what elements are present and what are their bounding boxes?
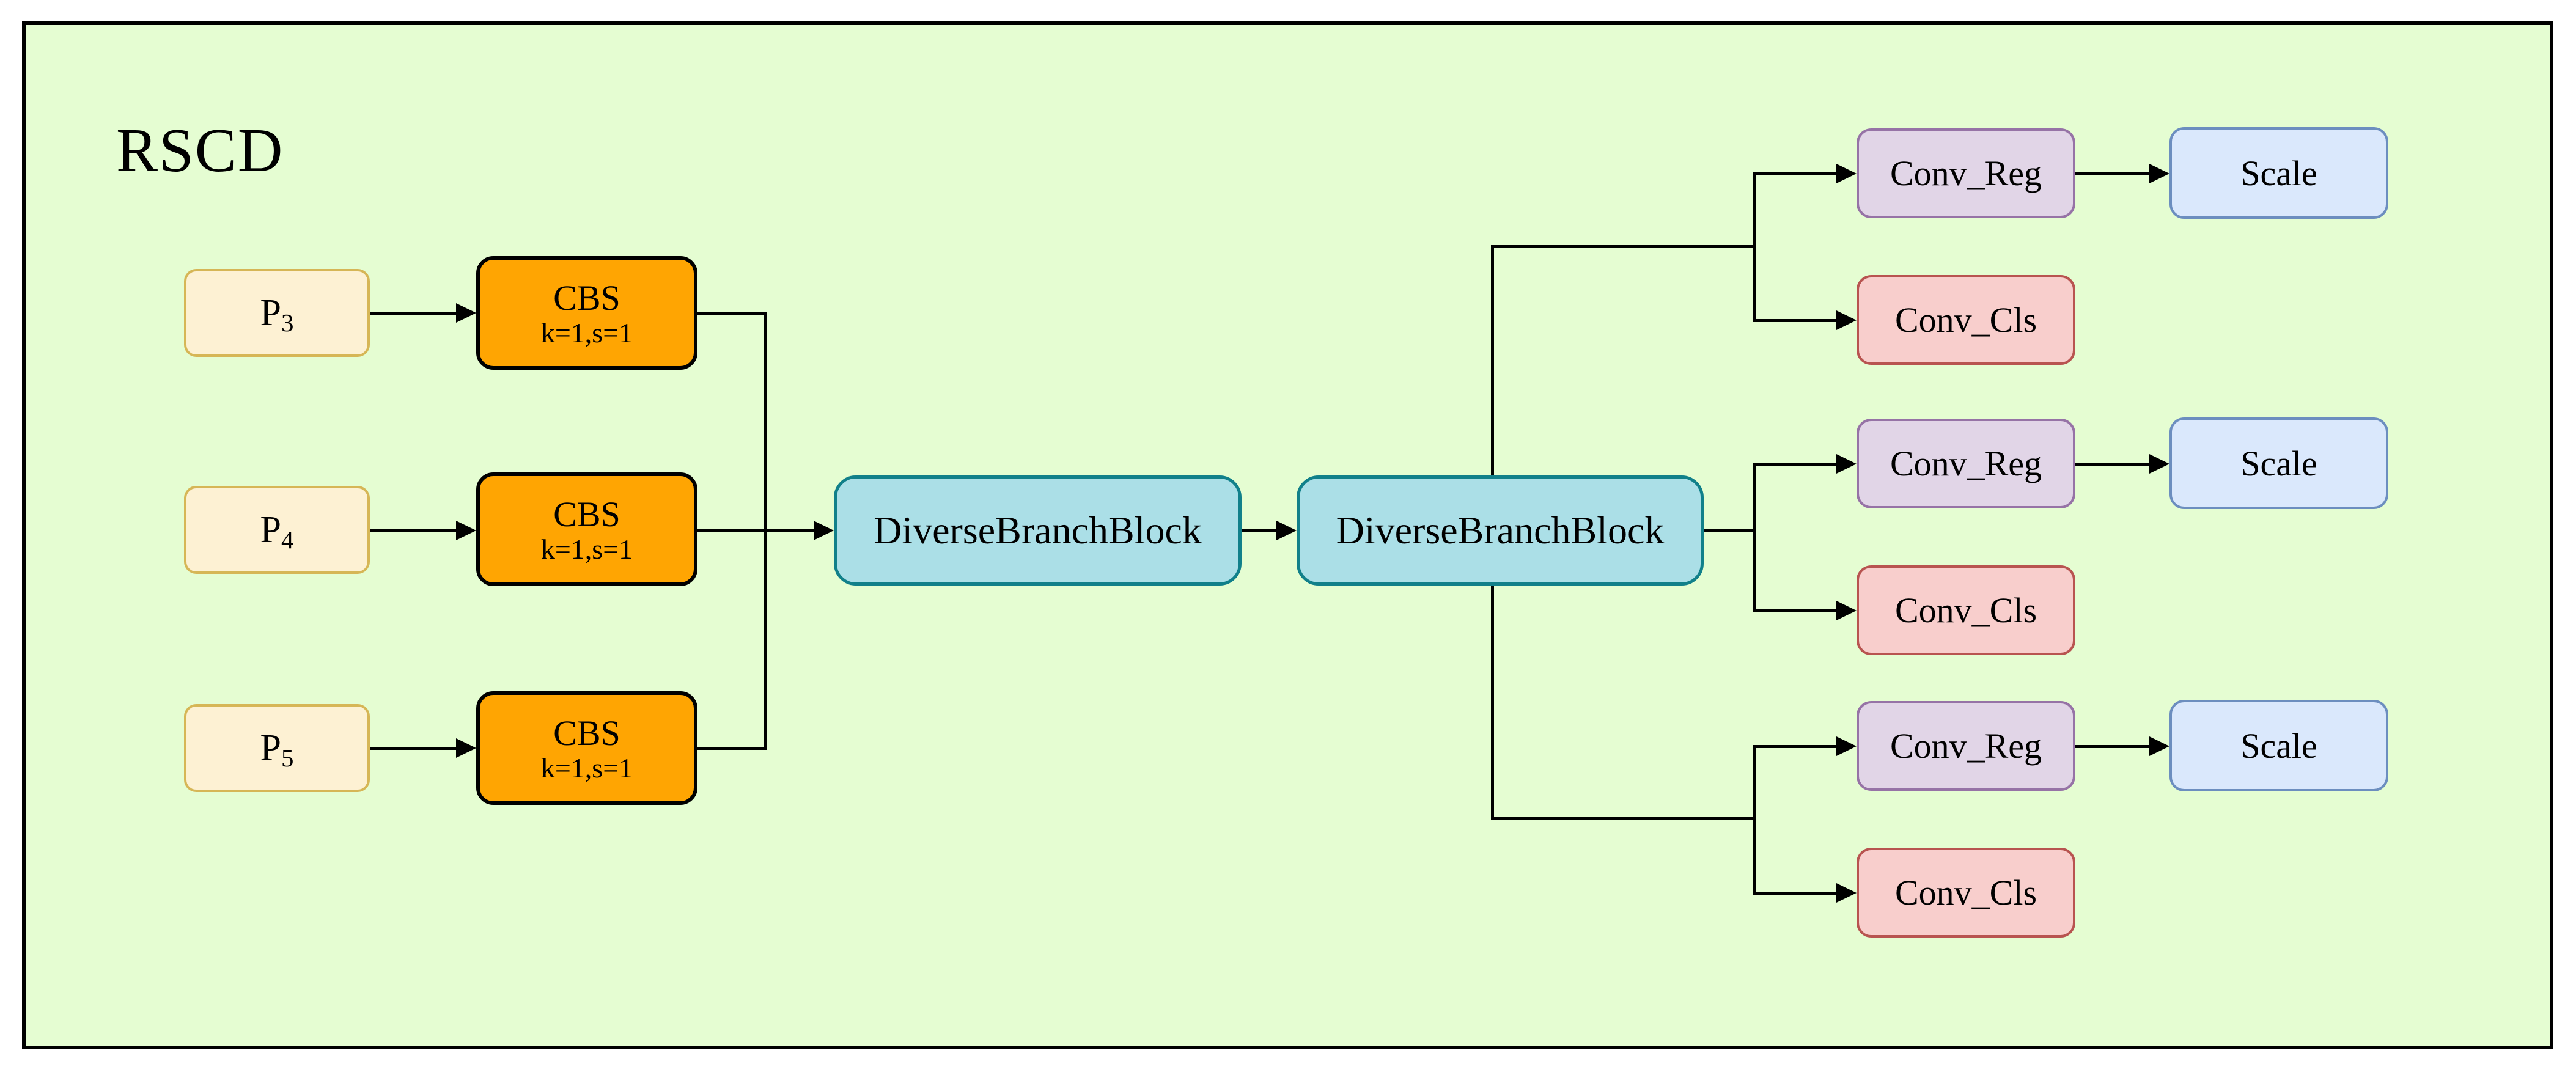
node-p5: P5 <box>184 704 370 792</box>
node-p3-label: P3 <box>260 292 294 337</box>
node-conv-cls-2-label: Conv_Cls <box>1894 590 2037 630</box>
node-scale-2: Scale <box>2169 417 2388 509</box>
connector-reg2-scale2 <box>2075 463 2151 466</box>
node-scale-1-label: Scale <box>2240 153 2317 193</box>
node-p3: P3 <box>184 269 370 357</box>
node-scale-2-label: Scale <box>2240 443 2317 483</box>
arrowhead-scale3 <box>2149 736 2169 756</box>
connector-junction-group1 <box>1753 172 1756 321</box>
node-diversebranchblock-1: DiverseBranchBlock <box>834 475 1242 586</box>
connector-reg1-scale1 <box>2075 172 2151 175</box>
connector-dbb1-dbb2 <box>1242 529 1278 532</box>
node-diversebranchblock-1-label: DiverseBranchBlock <box>874 508 1202 552</box>
node-cbs-2-label: CBS <box>553 494 620 534</box>
connector-p4-cbs2 <box>370 529 457 532</box>
connector-cbs3-merge <box>697 747 767 750</box>
connector-reg3-scale3 <box>2075 745 2151 748</box>
node-cbs-3: CBS k=1,s=1 <box>476 691 697 805</box>
node-conv-cls-1-label: Conv_Cls <box>1894 300 2037 340</box>
node-scale-1: Scale <box>2169 127 2388 219</box>
node-conv-reg-2: Conv_Reg <box>1857 419 2075 508</box>
connector-p5-cbs3 <box>370 747 457 750</box>
arrowhead-scale2 <box>2149 454 2169 474</box>
node-scale-3-label: Scale <box>2240 725 2317 766</box>
node-diversebranchblock-2: DiverseBranchBlock <box>1297 475 1704 586</box>
arrowhead-reg2 <box>1836 454 1857 474</box>
node-conv-cls-2: Conv_Cls <box>1857 565 2075 655</box>
node-p4-label: P4 <box>260 508 294 554</box>
node-cbs-1: CBS k=1,s=1 <box>476 256 697 370</box>
connector-junction-cls3 <box>1753 892 1837 895</box>
connector-junction-reg3 <box>1753 745 1837 748</box>
node-diversebranchblock-2-label: DiverseBranchBlock <box>1336 508 1665 552</box>
node-conv-reg-1-label: Conv_Reg <box>1890 153 2042 193</box>
connector-junction-group2 <box>1753 463 1756 612</box>
arrowhead-merge-dbb1 <box>814 521 834 540</box>
node-cbs-2: CBS k=1,s=1 <box>476 472 697 586</box>
arrowhead-cls3 <box>1836 883 1857 903</box>
connector-trunk-group1 <box>1491 245 1756 248</box>
diagram-title: RSCD <box>116 116 284 185</box>
connector-junction-cls1 <box>1753 319 1837 322</box>
node-conv-reg-3-label: Conv_Reg <box>1890 726 2042 766</box>
arrowhead-p3-cbs1 <box>456 303 476 323</box>
node-cbs-3-label: CBS <box>553 713 620 753</box>
connector-junction-reg2 <box>1753 463 1837 466</box>
arrowhead-cls1 <box>1836 310 1857 330</box>
arrowhead-reg1 <box>1836 164 1857 183</box>
arrowhead-p4-cbs2 <box>456 521 476 540</box>
connector-trunk-group3 <box>1491 817 1756 820</box>
node-cbs-1-label: CBS <box>553 277 620 318</box>
node-conv-reg-1: Conv_Reg <box>1857 128 2075 218</box>
node-cbs-3-params: k=1,s=1 <box>540 752 633 784</box>
arrowhead-p5-cbs3 <box>456 738 476 758</box>
node-conv-reg-3: Conv_Reg <box>1857 701 2075 791</box>
node-p4: P4 <box>184 486 370 574</box>
connector-junction-cls2 <box>1753 609 1837 612</box>
node-conv-cls-1: Conv_Cls <box>1857 275 2075 365</box>
node-conv-cls-3: Conv_Cls <box>1857 848 2075 938</box>
node-p5-label: P5 <box>260 727 294 772</box>
arrowhead-scale1 <box>2149 164 2169 183</box>
node-cbs-2-params: k=1,s=1 <box>540 534 633 565</box>
arrowhead-cls2 <box>1836 601 1857 620</box>
node-conv-reg-2-label: Conv_Reg <box>1890 444 2042 483</box>
connector-p3-cbs1 <box>370 312 457 315</box>
arrowhead-dbb1-dbb2 <box>1276 521 1297 540</box>
node-scale-3: Scale <box>2169 700 2388 791</box>
connector-cbs1-merge <box>697 312 767 315</box>
connector-cbs2-dbb1 <box>697 529 815 532</box>
node-conv-cls-3-label: Conv_Cls <box>1894 873 2037 912</box>
connector-junction-group3 <box>1753 745 1756 894</box>
arrowhead-reg3 <box>1836 736 1857 756</box>
connector-dbb2-group2 <box>1704 529 1756 532</box>
connector-junction-reg1 <box>1753 172 1837 175</box>
node-cbs-1-params: k=1,s=1 <box>540 317 633 349</box>
